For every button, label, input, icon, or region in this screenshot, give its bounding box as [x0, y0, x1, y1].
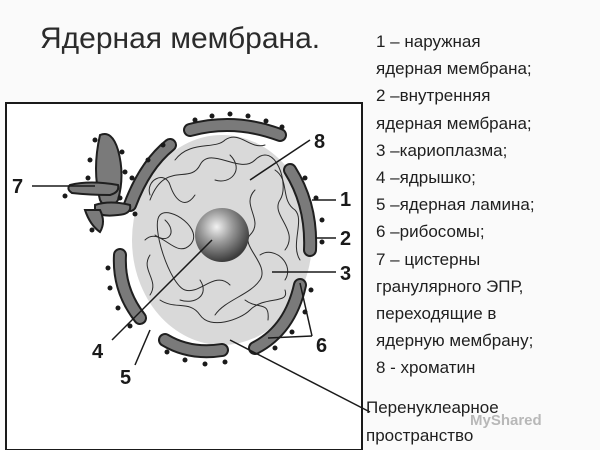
label-1: 1 [340, 189, 351, 211]
chromatin [144, 136, 301, 324]
leader-lines [32, 139, 371, 413]
legend-line: 3 –кариоплазма; [376, 140, 508, 160]
legend-line: 6 –рибосомы; [376, 222, 485, 242]
legend-line: переходящие в [376, 304, 497, 324]
legend-line: ядерная мембрана; [376, 113, 532, 133]
legend: 1 – наружная ядерная мембрана; 2 –внутре… [376, 28, 596, 382]
slide-title: Ядерная мембрана. [40, 22, 321, 55]
legend-line: 4 –ядрышко; [376, 168, 476, 188]
legend-line: ядерную мембрану; [376, 331, 534, 351]
label-5: 5 [120, 367, 131, 389]
legend-line: ядерная мембрана; [376, 59, 532, 79]
legend-line: 5 –ядерная ламина; [376, 195, 535, 215]
legend-line: 7 – цистерны [376, 249, 481, 269]
legend-line: 2 –внутренняя [376, 86, 491, 106]
label-8: 8 [314, 131, 325, 153]
label-4: 4 [92, 341, 104, 363]
nucleolus [195, 208, 249, 262]
er-cisternae [67, 133, 132, 234]
legend-line: 1 – наружная [376, 32, 481, 51]
label-6: 6 [316, 335, 327, 357]
watermark-logo: MyShared [470, 412, 542, 429]
label-7: 7 [12, 176, 23, 198]
perinuclear-space-label-2: пространство [366, 426, 474, 445]
perinuclear-space-label: Перенуклеарное [366, 398, 499, 417]
legend-line: гранулярного ЭПР, [376, 276, 524, 296]
legend-line: 8 - хроматин [376, 358, 476, 378]
label-2: 2 [340, 228, 351, 250]
label-3: 3 [340, 263, 351, 285]
ribosomes [62, 111, 325, 367]
